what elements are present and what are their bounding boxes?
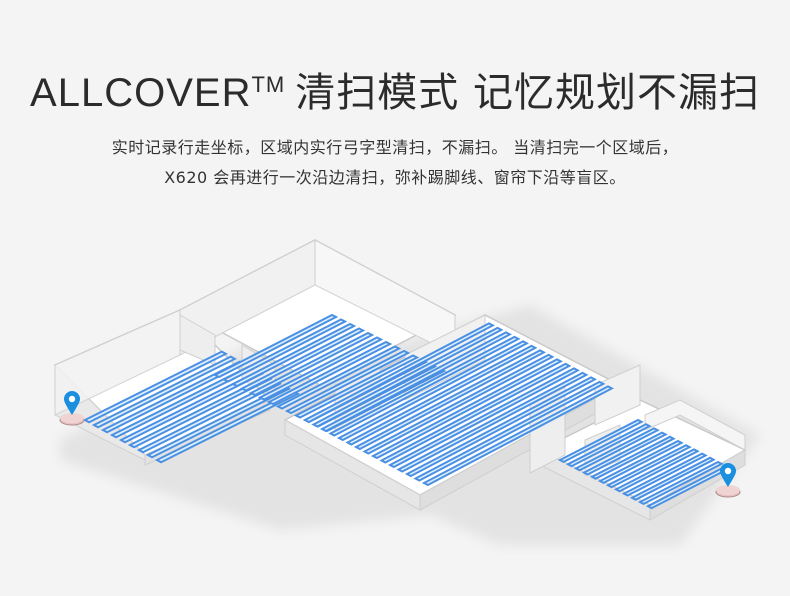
cleaning-lane <box>613 448 700 493</box>
cleaning-lane <box>212 313 339 379</box>
cleaning-lane <box>319 331 512 433</box>
cleaning-lane <box>154 390 300 464</box>
cleaning-lane <box>266 340 393 406</box>
cleaning-lane <box>336 340 529 442</box>
cleaning-lane <box>370 358 563 460</box>
room-upper-middle <box>178 239 457 410</box>
cleaning-lane <box>239 327 366 392</box>
cleaning-lane <box>257 336 384 401</box>
cleaning-lane <box>230 322 357 388</box>
cleaning-lane <box>565 423 652 468</box>
cleaning-routes <box>82 313 732 510</box>
cleaning-lane <box>413 380 606 482</box>
cleaning-lane <box>637 460 724 506</box>
cleaning-lane <box>362 353 555 455</box>
cleaning-lane <box>91 355 237 429</box>
robot-start <box>59 413 85 426</box>
cleaning-lane <box>421 385 614 487</box>
cleaning-lane <box>597 439 684 485</box>
location-pin-icon <box>64 391 80 415</box>
cleaning-lane <box>345 344 538 446</box>
trademark-mark: TM <box>251 72 286 97</box>
cleaning-lane <box>221 318 348 383</box>
cleaning-lane <box>353 349 546 451</box>
cleaning-lane <box>328 335 521 437</box>
location-pin-icon <box>720 463 736 487</box>
cleaning-lane <box>248 331 375 397</box>
cleaning-lane <box>621 452 708 497</box>
title-text: 清扫模式 记忆规划不漏扫 <box>295 70 760 116</box>
cleaning-lane <box>82 350 228 424</box>
floor-plan-illustration <box>53 239 760 545</box>
cleaning-lane <box>293 354 420 419</box>
cleaning-lane <box>379 362 572 464</box>
description-line-1: 实时记录行走坐标，区域内实行弓字型清扫，不漏扫。 当清扫完一个区域后， <box>111 138 679 157</box>
cleaning-lane <box>581 431 668 476</box>
brand-name: ALLCOVER <box>30 71 252 115</box>
cleaning-lane <box>589 435 676 480</box>
cleaning-lane <box>605 444 692 489</box>
page-title: ALLCOVERTM 清扫模式 记忆规划不漏扫 <box>0 60 790 118</box>
cleaning-lane <box>145 385 291 459</box>
cleaning-lane <box>629 456 716 501</box>
cleaning-lane <box>573 427 660 472</box>
cleaning-lane <box>387 367 580 469</box>
cleaning-lane <box>396 371 589 473</box>
cleaning-lane <box>136 380 282 454</box>
cleaning-lane <box>275 345 402 410</box>
cleaning-lane <box>557 418 644 464</box>
cleaning-lane <box>311 326 504 428</box>
cleaning-lane <box>284 349 411 415</box>
description-line-2: X620 会再进行一次沿边清扫，弥补踢脚线、窗帘下沿等盲区。 <box>164 168 626 187</box>
cleaning-lane <box>302 322 495 424</box>
cleaning-lane <box>404 376 597 478</box>
robot-end <box>715 485 741 498</box>
